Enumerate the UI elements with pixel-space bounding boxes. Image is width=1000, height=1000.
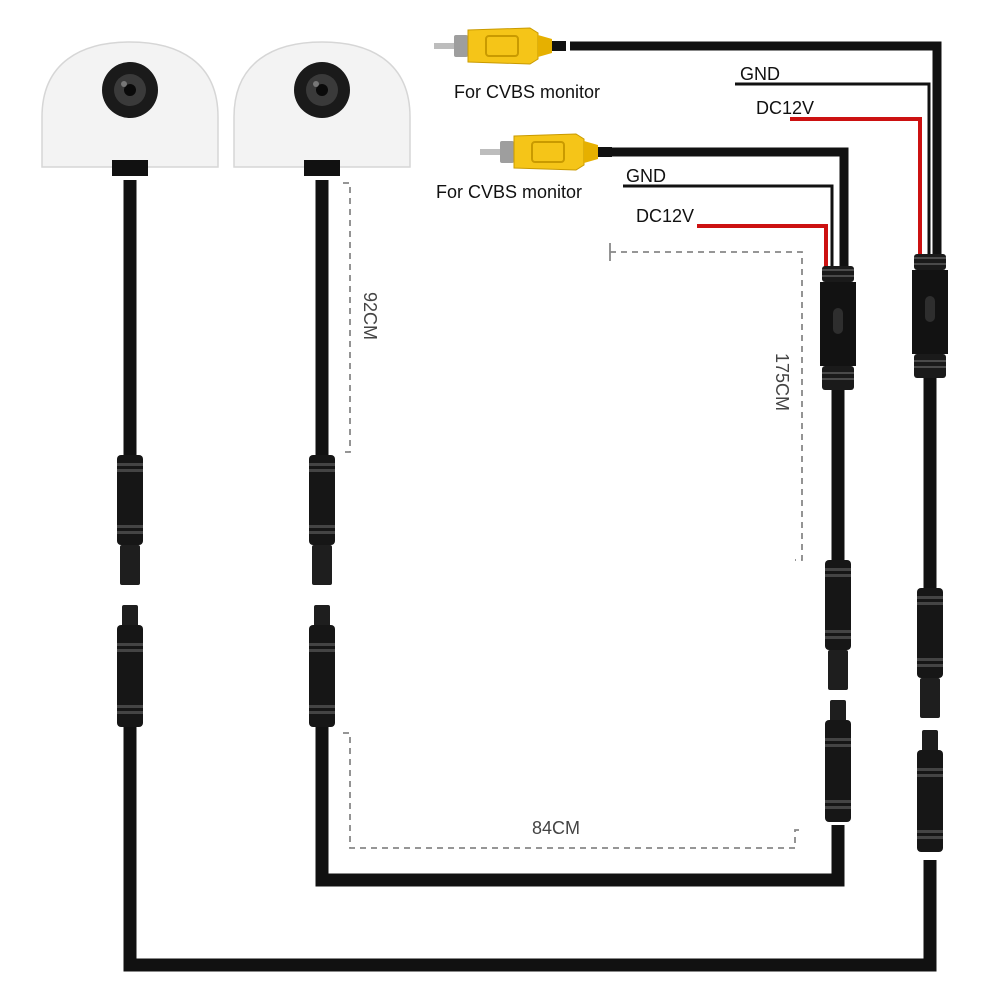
rca-plug-icon bbox=[433, 27, 567, 65]
dimension-84cm-label: 84CM bbox=[532, 818, 580, 838]
gnd-wire-b bbox=[623, 184, 834, 270]
video-cable-a bbox=[570, 41, 942, 258]
gnd-a-label: GND bbox=[740, 64, 780, 84]
dimension-92cm-line bbox=[343, 182, 351, 453]
dc-wire-a bbox=[790, 117, 922, 258]
dimension-84cm-line bbox=[343, 732, 802, 849]
gnd-wire-a bbox=[735, 82, 931, 258]
cable-left-lower bbox=[123, 725, 937, 972]
gnd-b-label: GND bbox=[626, 166, 666, 186]
aviation-connector-icon bbox=[912, 254, 948, 378]
dc-wire-b bbox=[697, 224, 828, 270]
dimension-92cm-label: 92CM bbox=[360, 292, 380, 340]
aviation-connector-icon bbox=[825, 560, 851, 690]
cable-right-lower bbox=[315, 725, 845, 887]
aviation-connector-icon bbox=[117, 455, 143, 585]
aviation-connector-icon bbox=[917, 730, 943, 852]
dimension-lines bbox=[343, 182, 803, 849]
dimension-175cm-label: 175CM bbox=[772, 353, 792, 411]
aviation-connector-icon bbox=[917, 588, 943, 718]
aviation-connector-icon bbox=[825, 700, 851, 822]
dimension-175cm-line bbox=[610, 251, 803, 561]
aviation-connector-icon bbox=[309, 605, 335, 727]
dome-camera-icon bbox=[233, 41, 411, 177]
video-cable-b bbox=[612, 147, 849, 270]
dome-camera-icon bbox=[41, 41, 219, 177]
dc-b-label: DC12V bbox=[636, 206, 694, 226]
aviation-connector-icon bbox=[820, 266, 856, 390]
aviation-connector-icon bbox=[117, 605, 143, 727]
cables bbox=[123, 41, 942, 972]
monitor-a-label: For CVBS monitor bbox=[454, 82, 600, 102]
aviation-connector-icon bbox=[309, 455, 335, 585]
rca-plug-icon bbox=[479, 133, 613, 171]
dc-a-label: DC12V bbox=[756, 98, 814, 118]
monitor-b-label: For CVBS monitor bbox=[436, 182, 582, 202]
